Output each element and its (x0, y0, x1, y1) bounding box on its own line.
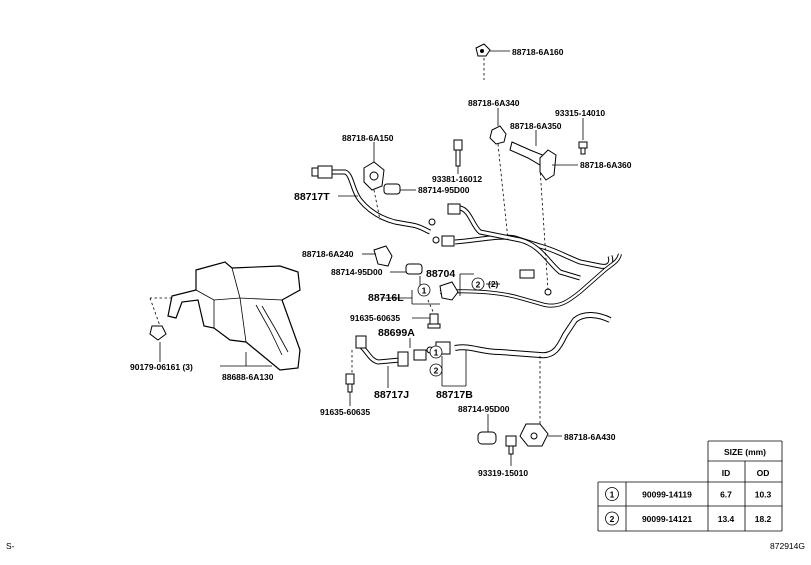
label-88718-6A150: 88718-6A150 (342, 133, 394, 143)
union-top (428, 203, 461, 226)
table-row-1-id: 6.7 (720, 490, 732, 500)
label-91635-60635-a: 91635-60635 (350, 313, 400, 323)
connector-88717J (355, 335, 367, 349)
bracket-88718-6A340 (489, 125, 507, 145)
bolt-93319-15010 (505, 435, 517, 455)
label-93319-15010: 93319-15010 (478, 468, 528, 478)
svg-text:1: 1 (422, 286, 427, 296)
label-88714-95D00-c: 88714-95D00 (458, 404, 510, 414)
clamp-88716L (439, 281, 459, 301)
tube-88714-95D00-b (405, 263, 423, 275)
clip-90179-06161 (149, 325, 167, 341)
tube-88714-95D00-a (383, 183, 401, 195)
bolt-91635-60635-b (345, 373, 355, 393)
label-88718-6A160: 88718-6A160 (512, 47, 564, 57)
label-93381-16012: 93381-16012 (432, 174, 482, 184)
fitting-88704 (519, 269, 552, 296)
svg-text:1: 1 (434, 348, 439, 358)
label-93315-14010: 93315-14010 (555, 108, 605, 118)
svg-text:2: 2 (476, 280, 481, 290)
clamp-88718-6A150 (363, 161, 385, 191)
bolt-91635-60635-a (427, 313, 441, 329)
label-88717J: 88717J (374, 389, 409, 401)
label-88718-6A360: 88718-6A360 (580, 160, 632, 170)
label-88718-6A430: 88718-6A430 (564, 432, 616, 442)
label-88688-6A130: 88688-6A130 (222, 372, 274, 382)
size-table: SIZE (mm) ID OD 1 90099-14119 6.7 10.3 2… (597, 440, 783, 532)
label-88718-6A340: 88718-6A340 (468, 98, 520, 108)
label-88714-95D00-b: 88714-95D00 (331, 267, 383, 277)
callout-2: 2 (471, 277, 485, 291)
callout-1: 1 (417, 283, 431, 297)
table-row-2-mark: 2 (610, 514, 615, 524)
table-col-od: OD (757, 468, 770, 478)
table-row-2-part: 90099-14121 (642, 514, 692, 524)
callout-2-lower: 2 (429, 363, 443, 377)
table-col-id: ID (722, 468, 731, 478)
label-88714-95D00-a: 88714-95D00 (418, 185, 470, 195)
union-mid (432, 235, 455, 247)
footer-code: 872914G (770, 541, 805, 551)
bolt-93381-16012 (453, 139, 463, 167)
label-90179-06161: 90179-06161 (3) (130, 362, 193, 372)
callout-2-qty: (2) (488, 279, 499, 289)
table-row-1-part: 90099-14119 (642, 490, 692, 500)
label-91635-60635-b: 91635-60635 (320, 407, 370, 417)
callout-1-lower: 1 (429, 345, 443, 359)
label-88717T: 88717T (294, 191, 330, 203)
bolt-93315-14010 (578, 141, 588, 155)
label-88717B: 88717B (436, 389, 473, 401)
duct-88688-6A130 (167, 261, 301, 371)
dashed-lines (149, 58, 549, 424)
bracket-88718-6A430 (519, 423, 549, 447)
table-row-1-mark: 1 (610, 490, 615, 500)
label-88699A: 88699A (378, 327, 415, 339)
table-row-2-od: 18.2 (755, 514, 772, 524)
label-88716L: 88716L (368, 292, 404, 304)
mid-hose (459, 205, 581, 281)
label-88718-6A240: 88718-6A240 (302, 249, 354, 259)
tube-88714-95D00-c (477, 431, 497, 445)
connector-88717T (311, 165, 333, 179)
table-header: SIZE (mm) (724, 447, 766, 457)
label-88718-6A350: 88718-6A350 (510, 121, 562, 131)
leader-lines (159, 50, 584, 466)
label-88704: 88704 (426, 268, 455, 280)
svg-text:2: 2 (434, 366, 439, 376)
bracket-88718-6A350 (509, 141, 557, 181)
part-labels: 88718-6A160 88718-6A340 93315-14010 8871… (130, 47, 632, 478)
table-row-2-id: 13.4 (718, 514, 735, 524)
footer-left: S- (6, 541, 15, 551)
table-row-1-od: 10.3 (755, 490, 772, 500)
clamp-88718-6A240 (373, 245, 393, 267)
clip-88718-6A160 (475, 43, 491, 57)
